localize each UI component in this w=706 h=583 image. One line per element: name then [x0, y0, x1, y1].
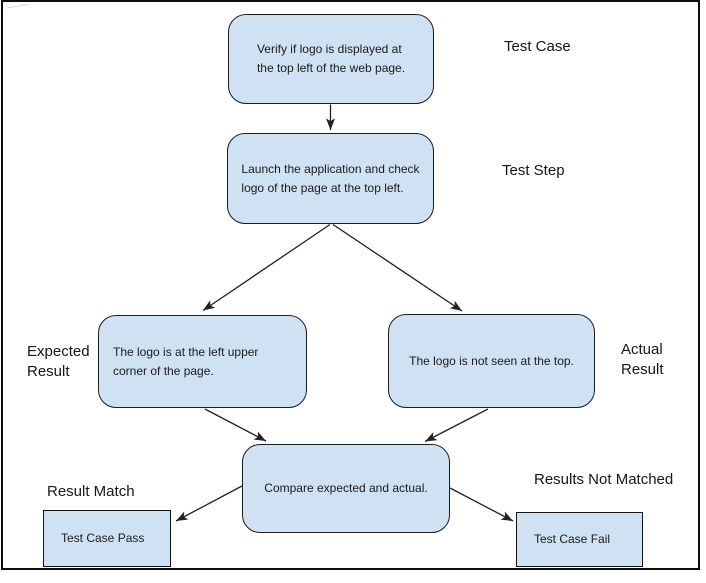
node-test-case-fail: Test Case Fail [516, 512, 643, 567]
diagram-frame-border [1, 0, 700, 570]
label-test-case: Test Case [504, 38, 571, 55]
label-expected-result: Expected Result [27, 343, 90, 381]
node-compare: Compare expected and actual. [242, 444, 450, 533]
label-results-not-matched: Results Not Matched [534, 471, 674, 488]
node-test-case-pass-text: Test Case Pass [61, 531, 145, 546]
node-test-case: Verify if logo is displayed at the top l… [228, 14, 434, 104]
label-result-match: Result Match [47, 483, 135, 500]
node-compare-text: Compare expected and actual. [264, 481, 428, 496]
node-test-case-fail-text: Test Case Fail [534, 532, 611, 547]
node-test-step: Launch the application and check logo of… [227, 133, 434, 224]
node-test-case-text: Verify if logo is displayed at the top l… [256, 42, 406, 75]
node-expected-result-text: The logo is at the left upper corner of … [113, 344, 259, 378]
node-actual-result: The logo is not seen at the top. [388, 314, 595, 408]
label-test-step: Test Step [502, 162, 565, 179]
node-actual-result-text: The logo is not seen at the top. [409, 353, 574, 368]
node-test-step-text: Launch the application and check logo of… [241, 161, 420, 195]
node-test-case-pass: Test Case Pass [43, 510, 171, 567]
node-expected-result: The logo is at the left upper corner of … [98, 315, 307, 408]
label-actual-result: Actual Result [621, 341, 664, 379]
